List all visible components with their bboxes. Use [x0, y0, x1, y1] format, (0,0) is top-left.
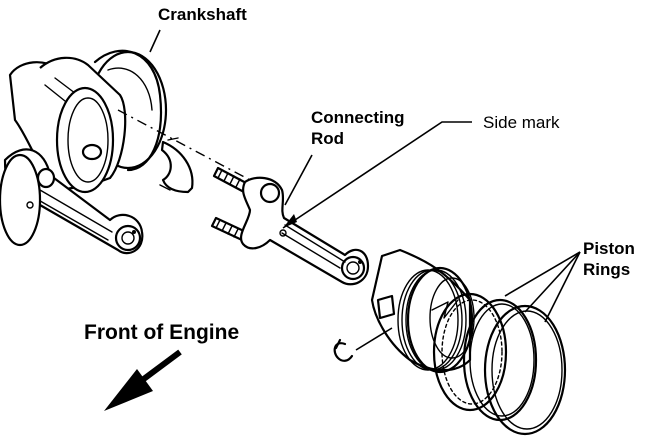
snap-ring-drawing [333, 327, 393, 362]
connecting-rod-leader [284, 154, 313, 206]
bearing-half-drawing [159, 137, 194, 194]
connecting-rod-drawing [240, 176, 370, 286]
side-mark-arrowhead [283, 214, 297, 228]
piston-rings-leader-2 [524, 251, 581, 313]
connecting-rod-label-line1: Connecting [311, 108, 405, 127]
front-of-engine-label: Front of Engine [84, 321, 240, 344]
piston-rings-label-line1: Piston [583, 239, 635, 258]
front-direction-arrow-icon [104, 349, 182, 411]
ring-3 [483, 304, 567, 436]
crankshaft-leader [149, 29, 161, 53]
piston-rings-label-line2: Rings [583, 260, 631, 279]
side-mark-label: Side mark [483, 113, 560, 132]
connecting-rod-label-line2: Rod [311, 129, 345, 148]
side-mark-leader [282, 121, 472, 229]
ring-1 [432, 292, 508, 412]
crankshaft-drawing [0, 49, 168, 255]
piston-rings-leader-3 [544, 251, 581, 323]
crankshaft-label: Crankshaft [158, 5, 247, 24]
piston-drawing [370, 248, 475, 374]
alignment-line [117, 109, 251, 181]
piston-rings-leader-1 [504, 251, 581, 297]
